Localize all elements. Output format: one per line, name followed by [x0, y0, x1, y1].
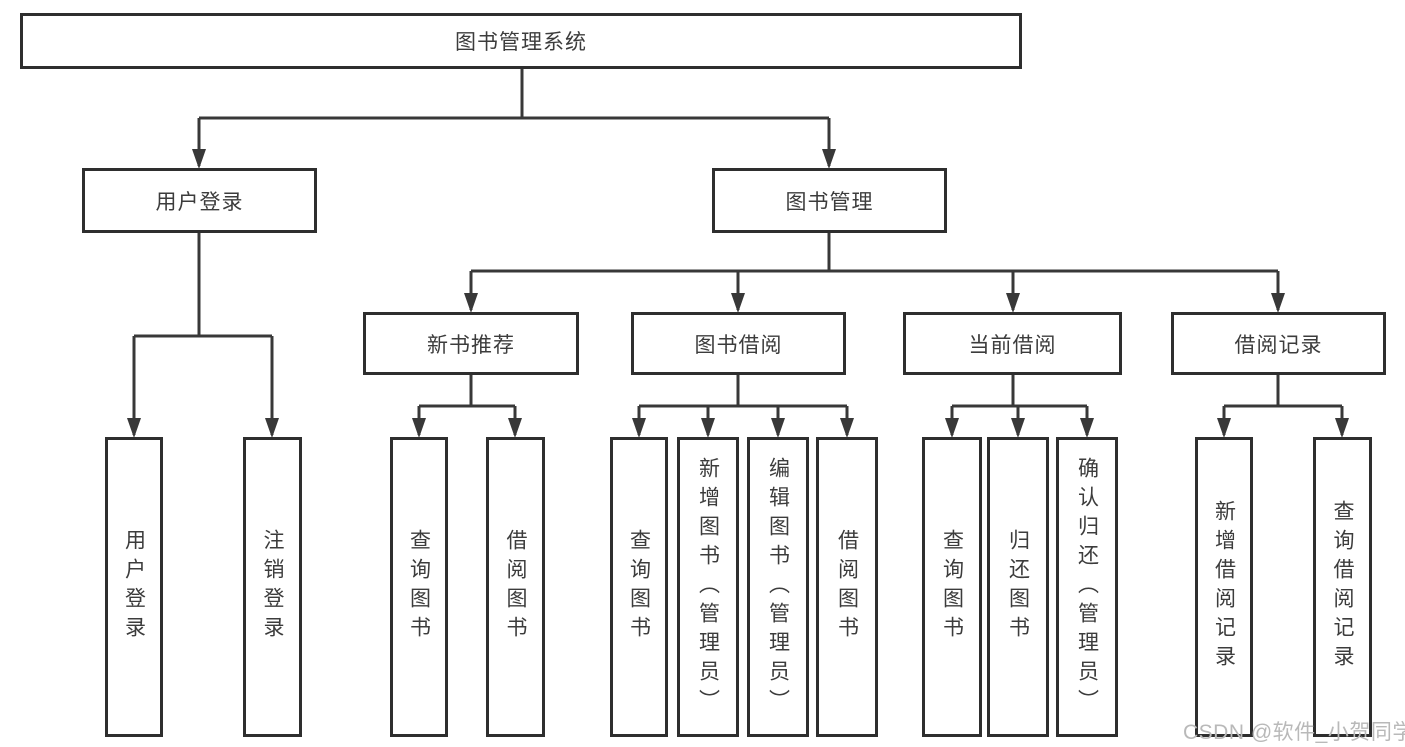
node-new-book-recommendation: 新书推荐: [363, 312, 579, 375]
leaf-edit-books-admin: 编辑图书（管理员）: [747, 437, 809, 737]
node-label: 注销登录: [261, 529, 284, 645]
node-user-login: 用户登录: [82, 168, 317, 233]
node-label: 新增图书（管理员）: [696, 456, 720, 718]
node-label: 图书管理系统: [455, 31, 587, 54]
leaf-query-borrow-record: 查询借阅记录: [1313, 437, 1372, 737]
node-borrowing-records: 借阅记录: [1171, 312, 1386, 375]
leaf-borrow-books-recommend: 借阅图书: [486, 437, 545, 737]
node-current-borrowing: 当前借阅: [903, 312, 1122, 375]
node-label: 借阅图书: [504, 529, 527, 645]
node-label: 新书推荐: [427, 333, 515, 357]
leaf-confirm-return-admin: 确认归还（管理员）: [1056, 437, 1118, 737]
leaf-add-borrow-record: 新增借阅记录: [1195, 437, 1253, 737]
node-label: 图书借阅: [694, 333, 783, 357]
node-label: 归还图书: [1006, 529, 1030, 645]
leaf-add-books-admin: 新增图书（管理员）: [677, 437, 739, 737]
leaf-query-books-recommend: 查询图书: [390, 437, 448, 737]
node-label: 借阅图书: [835, 529, 859, 645]
csdn-watermark: CSDN @软件_小贺同学: [1183, 721, 1405, 744]
node-label: 确认归还（管理员）: [1075, 456, 1099, 718]
leaf-query-books-current: 查询图书: [922, 437, 982, 737]
leaf-logout-login: 注销登录: [243, 437, 302, 737]
node-label: 用户登录: [122, 529, 146, 645]
leaf-user-login: 用户登录: [105, 437, 163, 737]
node-label: 查询借阅记录: [1331, 500, 1354, 674]
node-book-management: 图书管理: [712, 168, 947, 233]
node-label: 借阅记录: [1234, 333, 1323, 357]
leaf-return-books: 归还图书: [987, 437, 1049, 737]
node-label: 查询图书: [940, 529, 964, 645]
node-label: 编辑图书（管理员）: [766, 456, 790, 718]
node-label: 用户登录: [155, 190, 244, 214]
node-label: 查询图书: [627, 529, 651, 645]
node-label: 当前借阅: [968, 333, 1057, 357]
node-book-borrowing: 图书借阅: [631, 312, 846, 375]
node-label: 查询图书: [407, 529, 431, 645]
leaf-query-books-borrowing: 查询图书: [610, 437, 668, 737]
node-label: 图书管理: [785, 190, 874, 214]
leaf-borrow-books-borrowing: 借阅图书: [816, 437, 878, 737]
node-label: 新增借阅记录: [1212, 500, 1236, 674]
node-library-management-system: 图书管理系统: [20, 13, 1022, 69]
